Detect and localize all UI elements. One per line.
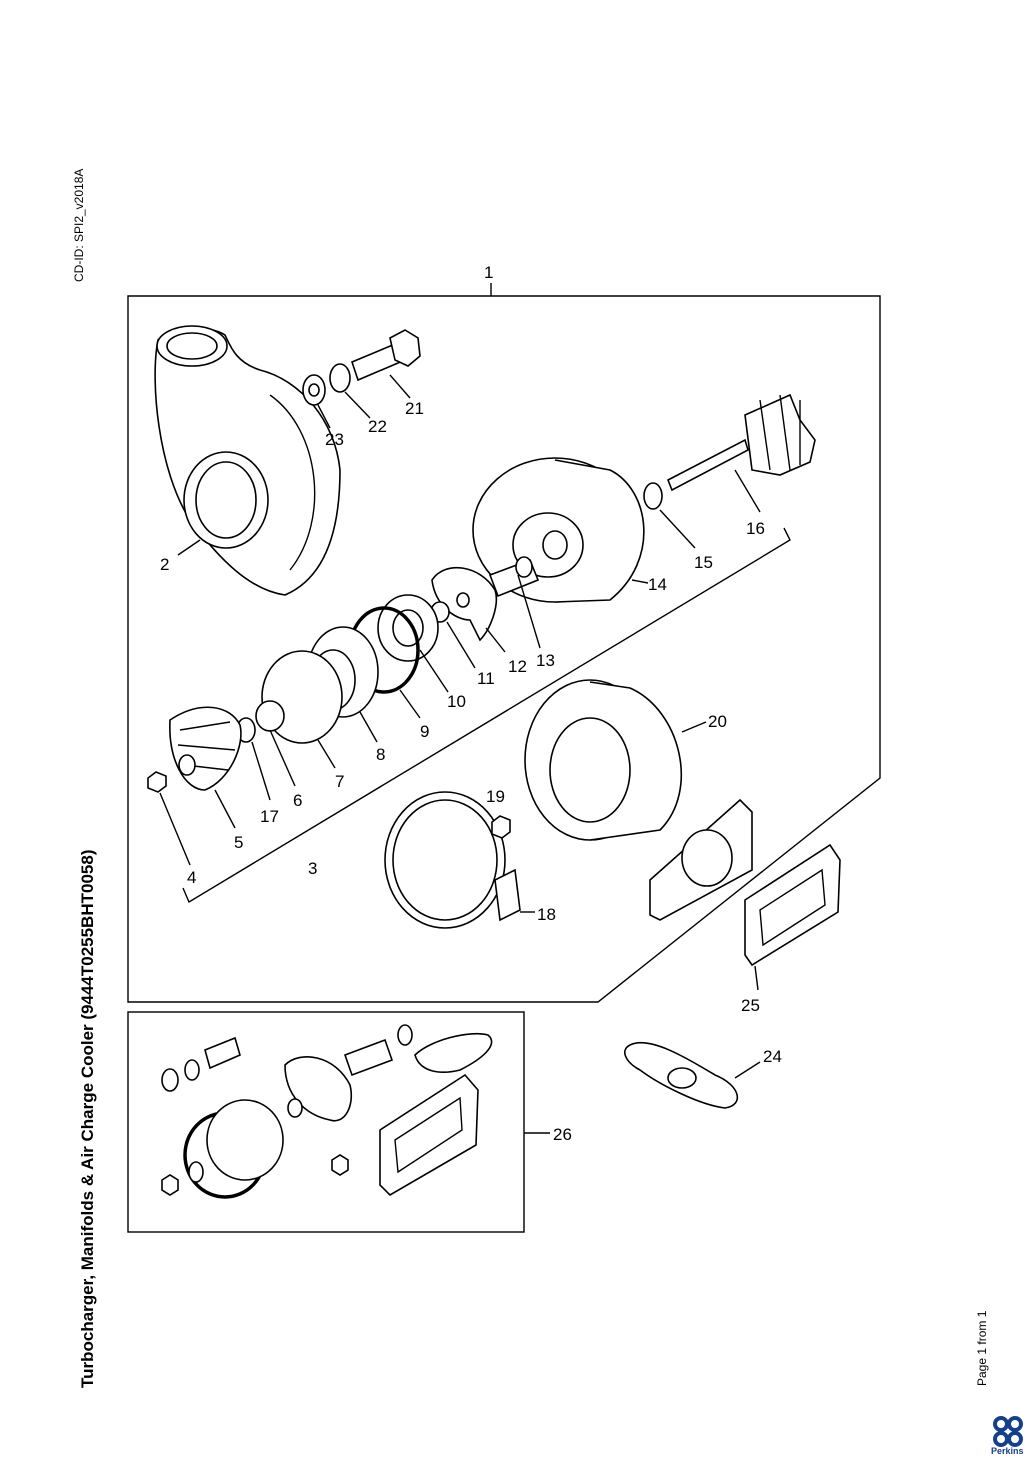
bolt-21	[351, 329, 421, 382]
brand-name: Perkins	[991, 1446, 1024, 1456]
washer-22	[329, 363, 351, 393]
callout-1: 1	[484, 263, 493, 282]
subassembly-bracket	[182, 527, 791, 904]
circlip-15	[643, 482, 663, 510]
turbine-housing-20	[524, 679, 753, 921]
callout-21: 21	[405, 399, 424, 418]
bearing-housing	[472, 457, 645, 603]
callout-24: 24	[763, 1047, 782, 1066]
sleeve-6	[255, 700, 285, 732]
turbine-shaft-wheel	[666, 393, 816, 492]
nut-4	[147, 771, 167, 793]
nut-19	[491, 815, 511, 839]
callout-13: 13	[536, 651, 555, 670]
compressor-wheel-5	[169, 706, 242, 791]
callout-15: 15	[694, 553, 713, 572]
callout-6: 6	[293, 791, 302, 810]
gasket-24	[624, 1042, 739, 1109]
callout-19: 19	[486, 787, 505, 806]
oil-deflector-10	[377, 594, 439, 662]
callout-16: 16	[746, 519, 765, 538]
callout-10: 10	[447, 692, 466, 711]
callout-11: 11	[477, 669, 495, 688]
callout-17: 17	[260, 807, 279, 826]
callout-2: 2	[160, 555, 169, 574]
v-band-clamp-18	[384, 791, 521, 929]
callout-26: 26	[553, 1125, 572, 1144]
callout-3: 3	[308, 859, 317, 878]
callout-9: 9	[420, 722, 429, 741]
kit-box	[127, 1011, 525, 1233]
assembly-frame	[127, 295, 881, 1003]
callout-23: 23	[325, 430, 344, 449]
callout-5: 5	[234, 833, 243, 852]
callout-20: 20	[708, 712, 727, 731]
callout-7: 7	[335, 772, 344, 791]
callout-12: 12	[508, 657, 527, 676]
gasket-25	[744, 843, 841, 967]
callout-8: 8	[376, 745, 385, 764]
kit-parts	[161, 1024, 493, 1199]
callout-4: 4	[187, 868, 196, 887]
callout-18: 18	[537, 905, 556, 924]
compressor-housing	[154, 325, 341, 596]
perkins-logo-icon	[993, 1416, 1023, 1447]
callout-25: 25	[741, 996, 760, 1015]
thrust-collar-13	[488, 556, 540, 598]
callout-14: 14	[648, 575, 667, 594]
callout-22: 22	[368, 417, 387, 436]
